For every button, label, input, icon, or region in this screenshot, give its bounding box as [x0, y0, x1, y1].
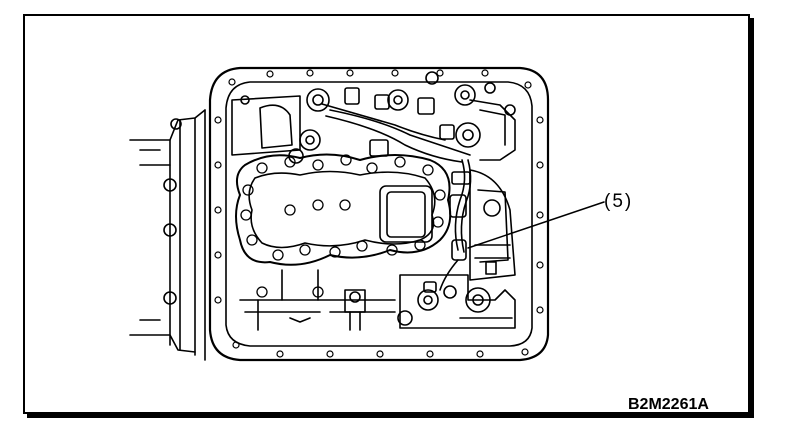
flange-bolt-holes	[214, 69, 544, 358]
valve-body-lower	[239, 269, 516, 331]
oil-pan-flange	[208, 66, 550, 362]
frame-shadow-bottom	[27, 414, 754, 418]
transmission-case	[129, 109, 206, 361]
figure-border	[23, 14, 750, 414]
frame-shadow-right	[750, 18, 754, 418]
callout-label: (5)	[604, 191, 634, 212]
valve-body-upper	[231, 71, 516, 164]
wiring-harness	[439, 159, 472, 291]
callout-leader-line	[467, 201, 605, 249]
valve-body-right	[469, 169, 516, 281]
figure-code: B2M2261A	[628, 396, 709, 413]
valve-body-plate	[235, 153, 452, 266]
plate-bolts	[240, 154, 446, 298]
